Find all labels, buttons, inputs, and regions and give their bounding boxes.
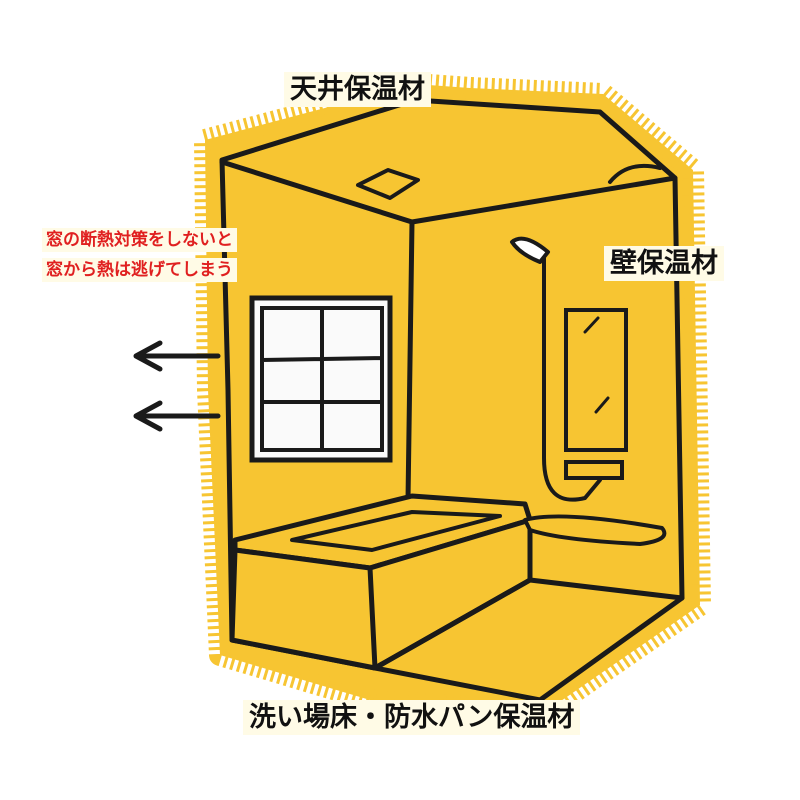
- window-warning-line-1: 窓の断熱対策をしないと: [42, 228, 237, 253]
- shower-pipe: [542, 256, 602, 502]
- mirror: [564, 308, 628, 452]
- floor-insulation-label: 洗い場床・防水パン保温材: [243, 700, 581, 736]
- counter: [523, 514, 667, 546]
- shower-head: [510, 236, 550, 264]
- faucet: [564, 460, 624, 480]
- ceiling-light: [608, 163, 662, 184]
- washing-floor-pan: [372, 577, 685, 671]
- arrow-left-icon: [133, 340, 221, 432]
- ceiling-vent: [356, 168, 420, 200]
- wall-insulation-label: 壁保温材: [604, 246, 724, 282]
- wall-corner-line: [405, 219, 415, 503]
- ceiling-insulation-label: 天井保温材: [284, 72, 431, 108]
- mirror-glare: [583, 316, 610, 414]
- bathtub-basin: [290, 510, 502, 552]
- window-warning-line-2: 窓から熱は逃げてしまう: [42, 258, 237, 283]
- window-mullions: [260, 306, 384, 452]
